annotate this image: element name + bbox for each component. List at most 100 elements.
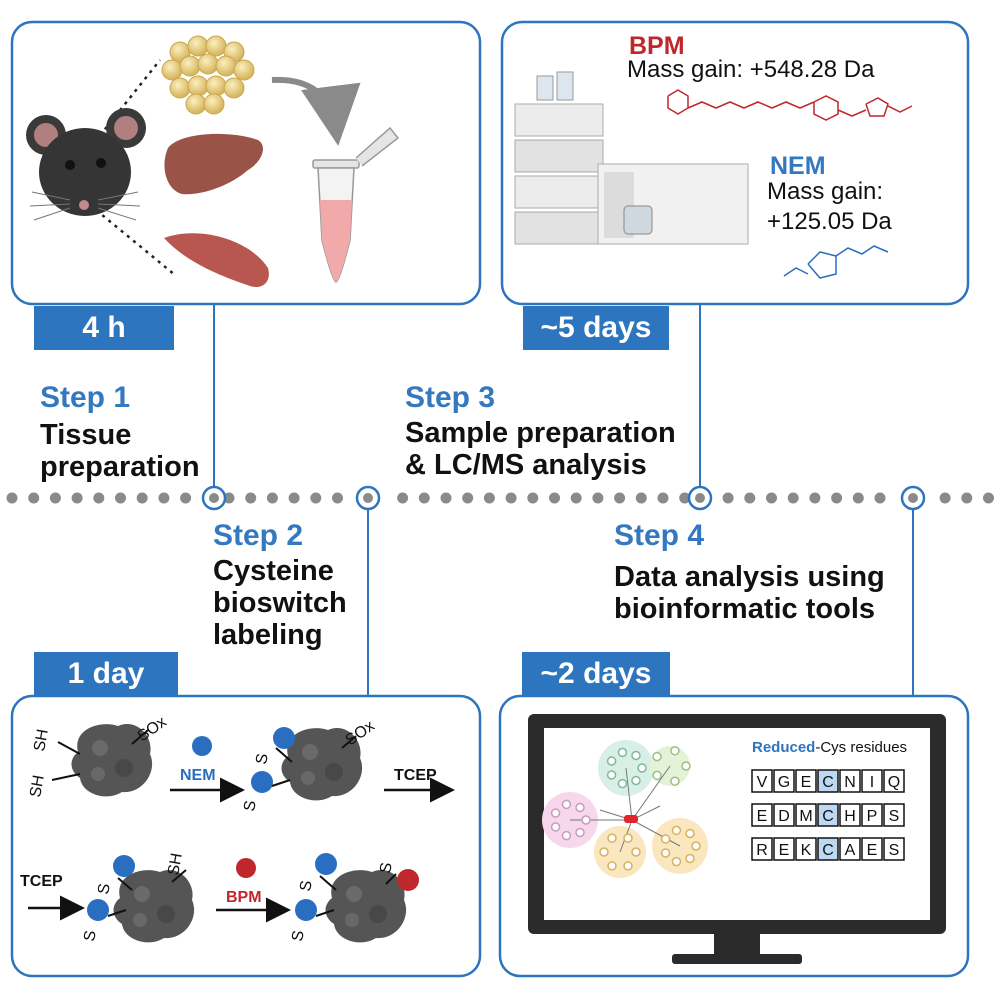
timeline-step-marker-dot [363, 493, 373, 503]
protein-icon [113, 870, 195, 943]
residue-letter: G [778, 774, 790, 791]
residue-letter: C [822, 774, 834, 791]
timeline [6, 485, 994, 511]
timeline-dot [722, 492, 734, 504]
tcep-reagent-label: TCEP [20, 873, 63, 890]
muscle-icon [164, 233, 269, 288]
timeline-step-marker-dot [209, 493, 219, 503]
step3-text-line: Sample preparation [405, 417, 676, 449]
timeline-dot [71, 492, 83, 504]
step4-text-line: Data analysis using [614, 561, 885, 593]
residue-letter: Q [888, 774, 900, 791]
timeline-dot [397, 492, 409, 504]
bpm-mass-gain: Mass gain: +548.28 Da [627, 56, 875, 83]
nem-label: NEM [770, 152, 826, 180]
s-group-label: S [289, 929, 308, 942]
timeline-dot [549, 492, 560, 504]
timeline-dot [939, 492, 951, 504]
timeline-dot [831, 492, 843, 504]
nem-structure-icon [783, 245, 889, 279]
timeline-dot [787, 492, 799, 504]
residue-letter: R [756, 842, 768, 859]
step1-title: Step 1 [40, 381, 131, 414]
residue-cell [751, 769, 773, 793]
timeline-dot [657, 492, 669, 504]
residue-letter: E [801, 774, 812, 791]
labeling-row-2: TCEP S S SH BPM S S S [20, 852, 419, 943]
transfer-arrow [271, 76, 361, 146]
timeline-dot [6, 492, 18, 504]
timeline-dot [136, 492, 148, 504]
timeline-dot [852, 492, 864, 504]
microtube-icon [312, 126, 400, 283]
mouse-icon [26, 59, 176, 276]
s-group-label: S [241, 799, 260, 812]
tcep-reagent-label: TCEP [394, 767, 437, 784]
residue-cell [795, 837, 817, 861]
residue-cell [795, 769, 817, 793]
bpm-structure-icon [667, 89, 913, 121]
nem-mass-gain: +125.05 Da [767, 208, 892, 235]
residue-cell [861, 769, 883, 793]
s-group-label: S [81, 929, 100, 942]
residue-letter: N [844, 774, 856, 791]
step2-text-line: labeling [213, 619, 323, 651]
residue-cell [751, 803, 773, 827]
nem-mass-gain: Mass gain: [767, 178, 884, 205]
s-group-label: S [377, 861, 396, 874]
timeline-dot [440, 492, 452, 504]
step1-duration-badge: 4 h [34, 306, 174, 350]
step3-duration-badge: ~5 days [523, 306, 669, 350]
cys-residue-cell [817, 837, 839, 861]
residue-letter: I [870, 774, 874, 791]
timeline-dot [418, 492, 430, 504]
step4-title: Step 4 [614, 519, 705, 552]
residue-cell [861, 803, 883, 827]
protein-icon [325, 870, 407, 943]
timeline-dot [245, 492, 257, 504]
residue-letter: C [822, 842, 834, 859]
timeline-dot [766, 492, 777, 504]
residue-letter: E [779, 842, 790, 859]
timeline-dot [332, 492, 343, 504]
timeline-dot [223, 492, 235, 504]
residue-cell [883, 803, 905, 827]
step3-title: Step 3 [405, 381, 496, 414]
cys-residue-cell [817, 803, 839, 827]
residue-cell [839, 837, 861, 861]
s-group-label: S [95, 882, 114, 895]
step2-text-line: bioswitch [213, 587, 347, 619]
step3-text-line: & LC/MS analysis [405, 449, 647, 481]
timeline-dot [115, 492, 126, 504]
residue-letter: C [822, 808, 834, 825]
timeline-dot [983, 492, 994, 504]
residue-letter: E [867, 842, 878, 859]
timeline-step-marker-dot [908, 493, 918, 503]
step4-text-line: bioinformatic tools [614, 593, 875, 625]
adipose-tissue-icon [161, 35, 255, 115]
timeline-dot [874, 492, 886, 504]
timeline-dot [570, 492, 582, 504]
residue-cell [773, 837, 795, 861]
step1-text-line: preparation [40, 451, 200, 483]
residue-header: Reduced-Cys residues [752, 739, 907, 756]
residue-cell [773, 769, 795, 793]
timeline-dot [614, 492, 626, 504]
bpm-reagent-label: BPM [226, 889, 262, 906]
timeline-dot [635, 492, 647, 504]
residue-letter: K [801, 842, 812, 859]
sh-group-label: SH [27, 774, 48, 799]
timeline-dot [744, 492, 756, 504]
step2-title: Step 2 [213, 519, 304, 552]
timeline-dot [527, 492, 539, 504]
residue-letter: S [889, 842, 900, 859]
step1-text-line: Tissue [40, 419, 132, 451]
timeline-dot [28, 492, 40, 504]
bpm-label: BPM [629, 32, 685, 60]
step2-text-line: Cysteine [213, 555, 334, 587]
timeline-dot [483, 492, 495, 504]
step2-duration-badge: 1 day [34, 652, 178, 696]
labeling-row-1: SH SH SOx NEM S S SOx TCEP [27, 713, 455, 813]
sh-group-label: SH [165, 852, 186, 877]
